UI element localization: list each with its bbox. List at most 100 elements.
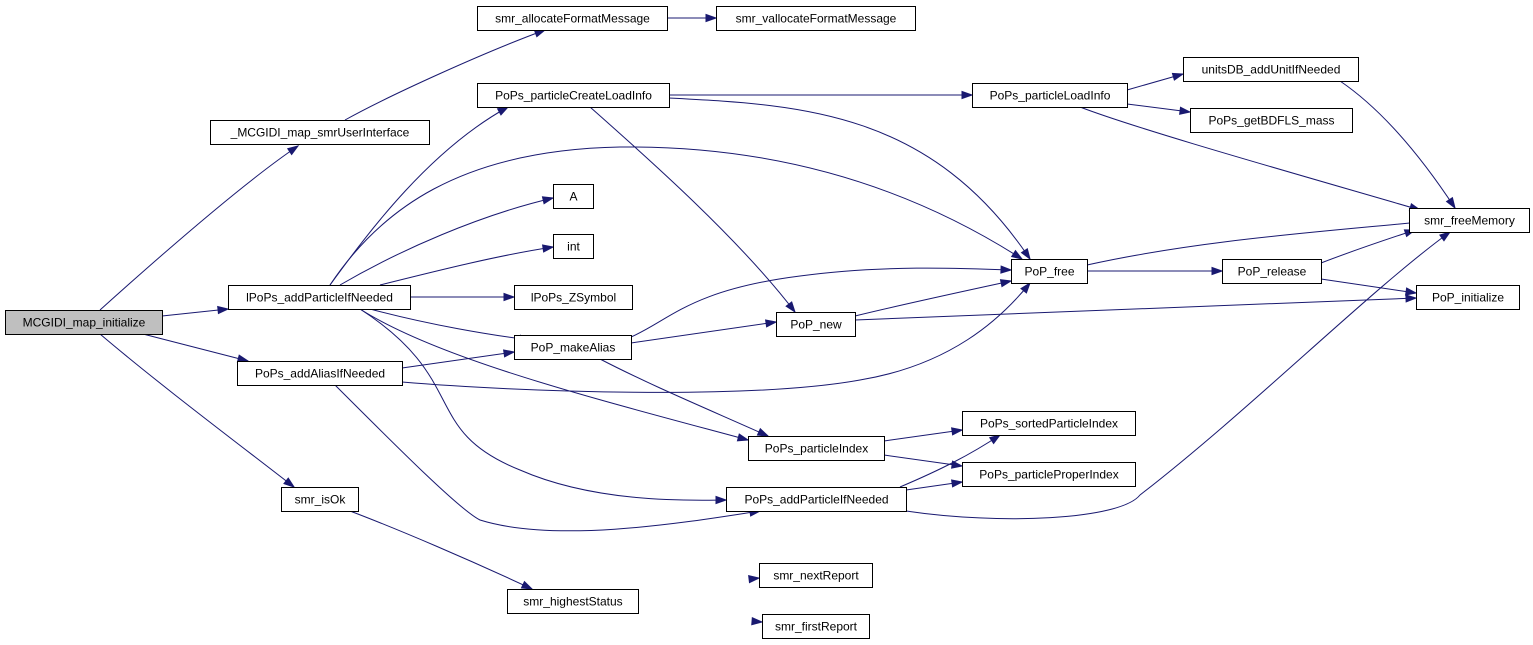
edge-line <box>668 97 1031 260</box>
node-label: PoP_new <box>790 318 842 332</box>
node-PoPs_getBDFLS_mass[interactable]: PoPs_getBDFLS_mass <box>1190 108 1353 133</box>
node-box[interactable] <box>514 335 632 360</box>
arrowhead-icon <box>1445 196 1456 210</box>
node-A[interactable]: A <box>553 184 594 209</box>
edge-MCGIDI_map_initialize-to-PoPs_addAliasIfNeeded <box>142 333 250 363</box>
node-box[interactable] <box>762 614 870 639</box>
edge-line <box>630 321 777 344</box>
node-box[interactable] <box>972 83 1128 108</box>
edge-smr_highestStatus-to-smr_nextReport <box>748 575 761 584</box>
node-smr_allocateFormatMessage[interactable]: smr_allocateFormatMessage <box>477 6 668 31</box>
node-box[interactable] <box>1190 108 1353 133</box>
node-MCGIDI_map_initialize[interactable]: MCGIDI_map_initialize <box>5 310 163 335</box>
node-box[interactable] <box>477 6 668 31</box>
node-box[interactable] <box>962 411 1136 436</box>
edge-PoPs_particleLoadInfo-to-PoPs_getBDFLS_mass <box>1126 103 1192 115</box>
edge-lPoPs_addParticleIfNeeded-to-PoP_free <box>329 146 1024 286</box>
node-box[interactable] <box>281 487 359 512</box>
node-lPoPs_addParticleIfNeeded[interactable]: lPoPs_addParticleIfNeeded <box>228 285 411 310</box>
edge-PoPs_particleIndex-to-PoPs_sortedParticleIndex <box>883 427 964 442</box>
node-smr_firstReport[interactable]: smr_firstReport <box>762 614 870 639</box>
edge-line <box>1126 103 1191 113</box>
node-smr_freeMemory[interactable]: smr_freeMemory <box>1409 208 1530 233</box>
node-box[interactable] <box>1416 285 1520 310</box>
edge-PoP_new-to-PoP_initialize <box>854 294 1418 321</box>
edges-layer <box>99 13 1456 626</box>
node-label: PoP_release <box>1238 265 1307 279</box>
node-box[interactable] <box>210 120 430 145</box>
node-box[interactable] <box>553 184 594 209</box>
node-PoP_new[interactable]: PoP_new <box>776 312 856 337</box>
arrowhead-icon <box>533 29 547 38</box>
edge-line <box>854 297 1417 321</box>
arrowhead-icon <box>541 196 555 205</box>
arrowhead-icon <box>520 580 534 590</box>
node-label: PoPs_addParticleIfNeeded <box>744 493 888 507</box>
arrowhead-icon <box>1405 294 1418 303</box>
node-label: PoP_makeAlias <box>531 341 616 355</box>
node-label: _MCGIDI_map_smrUserInterface <box>230 126 410 140</box>
arrowhead-icon <box>1020 247 1031 261</box>
edge-PoPs_addParticleIfNeeded-to-smr_freeMemory <box>905 231 1452 520</box>
node-lPoPs_ZSymbol[interactable]: lPoPs_ZSymbol <box>514 285 633 310</box>
node-label: unitsDB_addUnitIfNeeded <box>1202 63 1341 77</box>
node-box[interactable] <box>776 312 856 337</box>
edge-PoPs_particleCreateLoadInfo-to-PoP_free <box>668 97 1031 261</box>
node-PoPs_particleCreateLoadInfo[interactable]: PoPs_particleCreateLoadInfo <box>477 83 670 108</box>
node-PoP_release[interactable]: PoP_release <box>1222 259 1322 284</box>
node-PoPs_addAliasIfNeeded[interactable]: PoPs_addAliasIfNeeded <box>237 361 403 386</box>
edge-line <box>379 246 554 286</box>
node-PoPs_particleIndex[interactable]: PoPs_particleIndex <box>748 436 885 461</box>
node-box[interactable] <box>228 285 411 310</box>
node-smr_nextReport[interactable]: smr_nextReport <box>759 563 873 588</box>
node-PoP_free[interactable]: PoP_free <box>1011 259 1088 284</box>
node-label: lPoPs_addParticleIfNeeded <box>246 291 393 305</box>
arrowhead-icon <box>1404 287 1418 296</box>
edge-line <box>599 358 769 437</box>
node-box[interactable] <box>553 234 594 259</box>
node-unitsDB_addUnitIfNeeded[interactable]: unitsDB_addUnitIfNeeded <box>1183 57 1359 82</box>
arrowhead-icon <box>1211 266 1224 276</box>
node-box[interactable] <box>759 563 873 588</box>
node-PoPs_particleProperIndex[interactable]: PoPs_particleProperIndex <box>962 462 1136 487</box>
node-box[interactable] <box>1183 57 1359 82</box>
node-smr_isOk[interactable]: smr_isOk <box>281 487 359 512</box>
node-box[interactable] <box>726 487 907 512</box>
node-smr_highestStatus[interactable]: smr_highestStatus <box>507 589 639 614</box>
edge-PoP_free-to-smr_freeMemory <box>1086 218 1422 266</box>
node-box[interactable] <box>1011 259 1088 284</box>
node-box[interactable] <box>5 310 163 335</box>
node-box[interactable] <box>1409 208 1530 233</box>
node-box[interactable] <box>962 462 1136 487</box>
node-box[interactable] <box>1222 259 1322 284</box>
edge-MCGIDI_map_initialize-to-_MCGIDI_map_smrUserInterface <box>99 145 300 311</box>
node-label: int <box>567 240 580 254</box>
edge-lPoPs_addParticleIfNeeded-to-lPoPs_ZSymbol <box>410 292 516 302</box>
node-PoPs_particleLoadInfo[interactable]: PoPs_particleLoadInfo <box>972 83 1128 108</box>
arrowhead-icon <box>1171 72 1185 81</box>
node-PoP_makeAlias[interactable]: PoP_makeAlias <box>514 335 632 360</box>
arrowhead-icon <box>503 292 516 302</box>
node-label: smr_firstReport <box>775 620 858 634</box>
node-PoP_initialize[interactable]: PoP_initialize <box>1416 285 1520 310</box>
edge-line <box>349 510 533 590</box>
edge-PoP_release-to-smr_freeMemory <box>1320 229 1417 264</box>
node-int[interactable]: int <box>553 234 594 259</box>
node-box[interactable] <box>716 6 916 31</box>
arrowhead-icon <box>951 479 964 488</box>
node-box[interactable] <box>477 83 670 108</box>
node-label: smr_isOk <box>295 493 347 507</box>
node-box[interactable] <box>748 436 885 461</box>
node-_MCGIDI_map_smrUserInterface[interactable]: _MCGIDI_map_smrUserInterface <box>210 120 430 145</box>
node-box[interactable] <box>507 589 639 614</box>
node-box[interactable] <box>237 361 403 386</box>
node-PoPs_addParticleIfNeeded[interactable]: PoPs_addParticleIfNeeded <box>726 487 907 512</box>
node-label: PoPs_particleCreateLoadInfo <box>495 89 652 103</box>
node-label: smr_allocateFormatMessage <box>495 12 650 26</box>
node-smr_vallocateFormatMessage[interactable]: smr_vallocateFormatMessage <box>716 6 916 31</box>
node-label: PoP_initialize <box>1432 291 1504 305</box>
node-box[interactable] <box>514 285 633 310</box>
node-label: smr_highestStatus <box>523 595 622 609</box>
edge-PoPs_addParticleIfNeeded-to-PoPs_particleProperIndex <box>905 479 964 491</box>
node-PoPs_sortedParticleIndex[interactable]: PoPs_sortedParticleIndex <box>962 411 1136 436</box>
